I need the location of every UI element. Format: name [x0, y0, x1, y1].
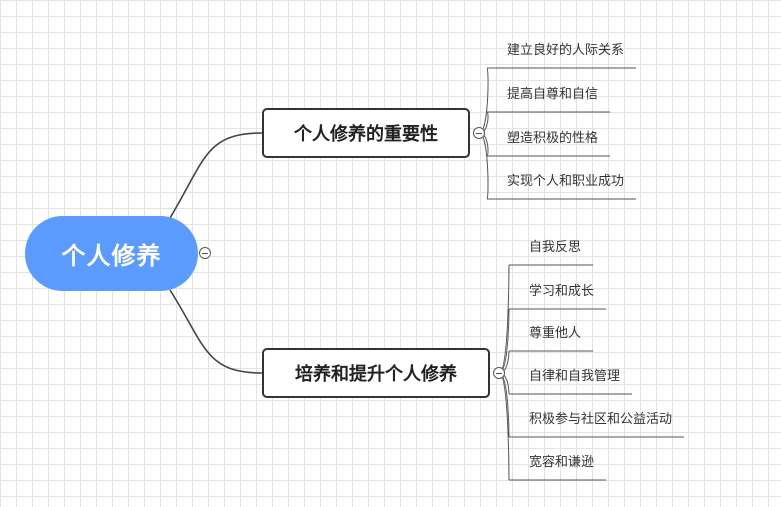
branch-importance-collapse-icon[interactable]: [473, 127, 485, 139]
connector-root-to-branch-importance: [169, 132, 263, 219]
root-label: 个人修养: [61, 242, 162, 270]
leaf-topic[interactable]: 塑造积极的性格: [507, 131, 599, 146]
leaf-connector: [478, 67, 489, 134]
leaf-topic[interactable]: 尊重他人: [529, 326, 582, 341]
leaf-topic[interactable]: 自我反思: [529, 240, 582, 255]
leaf-topic[interactable]: 实现个人和职业成功: [507, 174, 625, 189]
leaf-topic[interactable]: 学习和成长: [529, 284, 595, 299]
connector-root-to-branch-cultivate: [169, 289, 263, 374]
leaf-topic[interactable]: 建立良好的人际关系: [507, 43, 625, 58]
leaf-topic[interactable]: 提高自尊和自信: [507, 87, 599, 102]
leaf-topic[interactable]: 自律和自我管理: [529, 369, 621, 384]
leaf-connector: [498, 372, 510, 481]
branch-cultivate-collapse-icon[interactable]: [493, 367, 505, 379]
branch-node-cultivate[interactable]: 培养和提升个人修养: [262, 348, 490, 398]
leaf-connector: [498, 264, 510, 374]
branch-label: 个人修养的重要性: [294, 124, 438, 145]
root-node[interactable]: 个人修养: [25, 216, 198, 291]
root-collapse-icon[interactable]: [199, 247, 211, 259]
leaf-topic[interactable]: 宽容和谦逊: [529, 455, 595, 470]
branch-node-importance[interactable]: 个人修养的重要性: [262, 108, 470, 158]
leaf-topic[interactable]: 积极参与社区和公益活动: [529, 412, 673, 427]
branch-label: 培养和提升个人修养: [295, 364, 457, 385]
